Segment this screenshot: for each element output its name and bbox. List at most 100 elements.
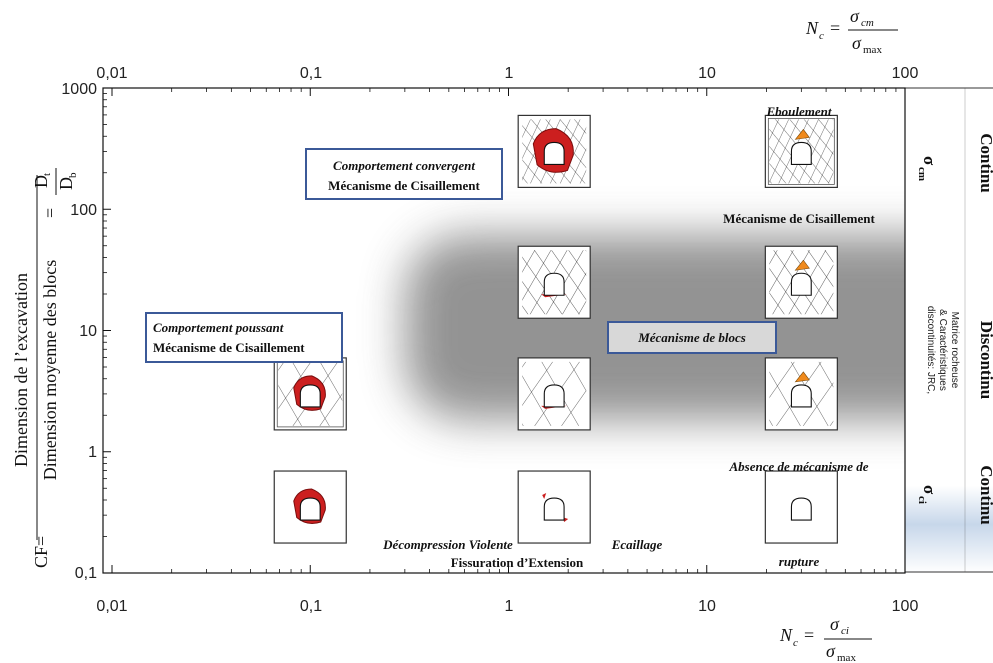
side-discontinuity-notes: Matrice rocheuse & Caractéristiques disc… <box>925 306 960 394</box>
tunnel-opening <box>543 497 565 521</box>
svg-text:Mécanisme de blocs: Mécanisme de blocs <box>637 330 746 345</box>
side-continuous-top: Continu <box>977 133 993 193</box>
tunnel-opening <box>790 497 812 521</box>
x-bottom-tick-label-0-01: 0,01 <box>96 598 127 615</box>
falling-wedge <box>794 371 810 383</box>
svg-text:t: t <box>41 173 53 176</box>
convergent-behaviour-box: Comportement convergent Mécanisme de Cis… <box>305 148 503 200</box>
x-top-tick-label-0-01: 0,01 <box>96 65 127 82</box>
tunnel-opening <box>790 384 812 408</box>
spalling-label: Ecaillage <box>611 537 663 552</box>
svg-text:cm: cm <box>916 167 928 181</box>
svg-text:=: = <box>804 625 814 645</box>
tunnel-opening <box>790 272 812 296</box>
x-axis-bottom-title: N c = σ ci σ max <box>779 614 872 663</box>
cell-spalling <box>517 470 591 544</box>
svg-text:c: c <box>793 637 798 649</box>
svg-text:Mécanisme de Cisaillement: Mécanisme de Cisaillement <box>153 340 305 355</box>
side-continuous-bottom: Continu <box>977 465 993 525</box>
svg-text:ci: ci <box>841 625 849 637</box>
squeezing-behaviour-box: Comportement poussant Mécanisme de Cisai… <box>145 312 343 363</box>
x-top-tick-label-0-1: 0,1 <box>300 65 322 82</box>
cell-inner-frame <box>767 117 835 185</box>
tunnel-opening <box>299 384 321 408</box>
svg-text:& Caractéristiques: & Caractéristiques <box>937 309 948 391</box>
svg-text:discontinuités: JRC,: discontinuités: JRC, <box>925 306 936 394</box>
svg-text:max: max <box>837 652 856 663</box>
svg-text:=: = <box>40 208 60 218</box>
no-failure-label-line2: rupture <box>779 554 820 569</box>
cell-blocky-light <box>517 357 591 431</box>
y-tick-label-1: 1 <box>88 444 97 461</box>
y-tick-label-100: 100 <box>70 202 97 219</box>
svg-text:max: max <box>863 44 882 56</box>
svg-text:σ: σ <box>920 485 939 495</box>
side-sigma-cm: σ cm <box>916 156 939 181</box>
no-failure-label-line1: Absence de mécanisme de <box>729 459 869 474</box>
y-tick-label-0-1: 0,1 <box>75 565 97 582</box>
y-axis-title: CF= Dimension de l’excavation Dimension … <box>11 168 79 568</box>
x-axis-top-title: N c = σ cm σ max <box>805 6 898 56</box>
svg-text:ci: ci <box>916 496 928 504</box>
tunnel-opening <box>299 497 321 521</box>
y-axis-title-prefix: CF= <box>31 536 51 568</box>
svg-text:σ: σ <box>826 641 836 661</box>
cell-squeezing-intact <box>273 470 347 544</box>
y-tick-label-10: 10 <box>79 323 97 340</box>
svg-text:Comportement poussant: Comportement poussant <box>153 320 284 335</box>
svg-text:σ: σ <box>830 614 840 634</box>
spall-chip <box>542 493 547 500</box>
falling-wedge <box>794 128 810 140</box>
rockfall-label: Eboulement <box>765 104 831 119</box>
svg-text:σ: σ <box>852 33 862 53</box>
x-axis-top-tick-labels: 0,01 0,1 1 10 100 <box>96 65 918 82</box>
violent-decompression-label: Décompression Violente <box>382 537 513 552</box>
svg-text:Mécanisme de Cisaillement: Mécanisme de Cisaillement <box>328 178 480 193</box>
x-top-tick-label-10: 10 <box>698 65 716 82</box>
cell-squeezing <box>273 357 347 431</box>
cell-blocky-wedge <box>764 245 838 319</box>
y-tick-label-1000: 1000 <box>61 81 97 98</box>
x-top-tick-label-1: 1 <box>505 65 514 82</box>
side-discontinuous: Discontinu <box>977 321 993 399</box>
x-bottom-tick-label-0-1: 0,1 <box>300 598 322 615</box>
x-axis-bottom-tick-labels: 0,01 0,1 1 10 100 <box>96 598 918 615</box>
cell-blocky-wedge-light <box>764 357 838 431</box>
svg-text:Matrice rocheuse: Matrice rocheuse <box>949 312 960 389</box>
y-axis-ratio-numerator: D <box>31 175 51 188</box>
x-bottom-tick-label-10: 10 <box>698 598 716 615</box>
svg-text:b: b <box>67 172 79 178</box>
svg-text:=: = <box>830 18 840 38</box>
block-mechanism-box: Mécanisme de blocs <box>607 321 777 354</box>
svg-text:N: N <box>805 18 819 38</box>
extension-fracturing-label: Fissuration d’Extension <box>451 555 584 570</box>
tunnel-opening <box>543 141 565 165</box>
side-sigma-ci: σ ci <box>916 485 939 504</box>
tunnel-opening <box>543 384 565 408</box>
tunnel-opening <box>543 272 565 296</box>
x-bottom-tick-label-100: 100 <box>892 598 919 615</box>
svg-text:N: N <box>779 625 793 645</box>
shear-mechanism-right-label: Mécanisme de Cisaillement <box>723 211 875 226</box>
tunnel-opening <box>790 141 812 165</box>
failure-mode-cells <box>273 114 838 544</box>
svg-text:c: c <box>819 30 824 42</box>
svg-text:cm: cm <box>861 17 874 29</box>
falling-wedge <box>794 259 810 271</box>
cell-blocky <box>517 245 591 319</box>
y-axis-title-denominator: Dimension moyenne des blocs <box>40 260 60 480</box>
x-bottom-tick-label-1: 1 <box>505 598 514 615</box>
cell-rockfall <box>764 114 838 188</box>
x-top-tick-label-100: 100 <box>892 65 919 82</box>
y-axis-title-numerator: Dimension de l’excavation <box>11 273 31 467</box>
y-axis-tick-labels: 1000 100 10 1 0,1 <box>61 81 97 582</box>
axis-ticks <box>103 87 906 574</box>
y-axis-ratio-denominator: D <box>56 177 76 190</box>
svg-text:Comportement convergent: Comportement convergent <box>333 158 475 173</box>
side-panel <box>905 87 993 573</box>
svg-text:σ: σ <box>850 6 860 26</box>
svg-text:σ: σ <box>920 156 939 166</box>
cell-convergent-rockmass <box>517 114 591 188</box>
cell-no-failure <box>764 470 838 544</box>
